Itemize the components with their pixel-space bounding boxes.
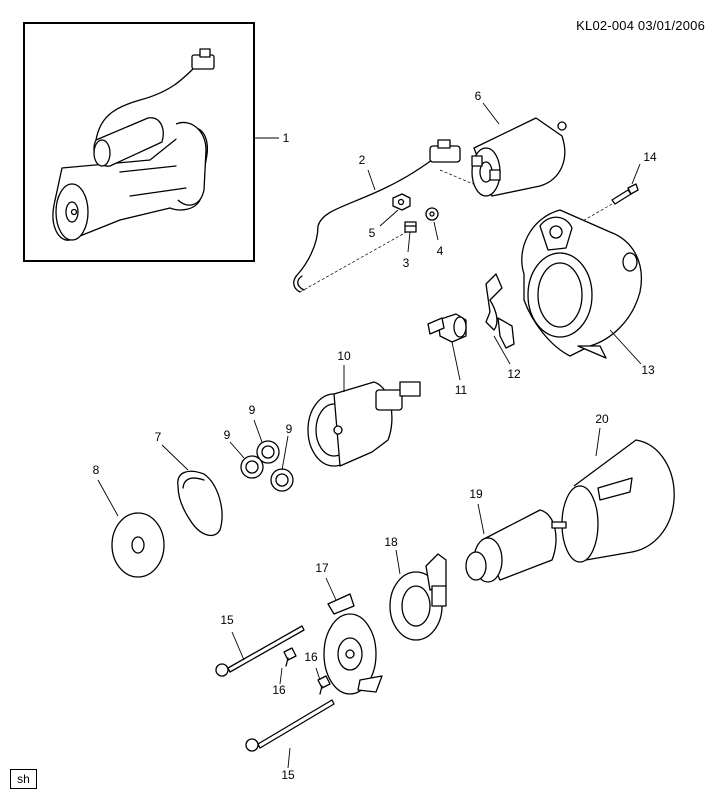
callout-4: 4 (436, 244, 444, 258)
callout-2: 2 (358, 153, 366, 167)
part-9-gears (240, 440, 294, 492)
leader-9c (281, 435, 289, 471)
part-17-end-cap (323, 593, 383, 695)
callout-1: 1 (282, 131, 290, 145)
callout-19: 19 (469, 487, 483, 501)
part-10-drive (307, 381, 421, 467)
callout-18: 18 (384, 535, 398, 549)
part-12-shift-fork (485, 273, 515, 349)
leader-14 (631, 163, 641, 185)
leader-9a (253, 419, 263, 443)
part-3-nut (404, 221, 417, 233)
leader-6 (482, 102, 500, 125)
part-11-plunger (427, 313, 467, 343)
part-20-frame (561, 439, 675, 563)
part-7-retainer (177, 470, 223, 537)
part-13-housing (521, 209, 642, 359)
part-6-solenoid (471, 117, 567, 197)
part-15-bolt-lower (245, 699, 335, 752)
callout-6: 6 (474, 89, 482, 103)
callout-9-right: 9 (285, 422, 293, 436)
leader-9b (229, 441, 245, 459)
callout-7: 7 (154, 430, 162, 444)
leader-8 (97, 479, 119, 517)
part-2-cable (293, 139, 479, 293)
part-19-armature (465, 509, 567, 583)
leader-12 (493, 335, 511, 365)
part-5-nut (392, 193, 411, 211)
callout-16-right: 16 (304, 650, 318, 664)
callout-12: 12 (507, 367, 521, 381)
leader-11 (451, 341, 461, 381)
callout-11: 11 (454, 383, 468, 397)
part-4-washer (425, 207, 439, 221)
leader-18 (395, 549, 401, 575)
callout-14: 14 (643, 150, 657, 164)
inset-assembly-box (23, 22, 255, 262)
leader-4 (433, 221, 439, 241)
leader-15a (231, 631, 245, 661)
callout-20: 20 (595, 412, 609, 426)
leader-16a (279, 667, 283, 685)
leader-16b (315, 667, 321, 681)
part-8-disc (111, 512, 165, 578)
callout-5: 5 (368, 226, 376, 240)
leader-20 (595, 427, 601, 457)
callout-13: 13 (641, 363, 655, 377)
part-15-bolt-upper (215, 625, 305, 677)
leader-2 (367, 169, 376, 191)
callout-8: 8 (92, 463, 100, 477)
part-18-brush-holder (389, 553, 447, 641)
leader-19 (477, 503, 485, 535)
source-badge: sh (10, 769, 37, 789)
leader-3 (407, 231, 411, 253)
part-16-screw-a (283, 647, 297, 667)
callout-9-left: 9 (223, 428, 231, 442)
leader-17 (325, 577, 337, 601)
diagram-id-date: KL02-004 03/01/2006 (576, 18, 705, 33)
starter-assembly-inset (52, 48, 215, 241)
callout-9-top: 9 (248, 403, 256, 417)
callout-10: 10 (337, 349, 351, 363)
leader-13 (609, 329, 642, 365)
callout-15-upper: 15 (220, 613, 234, 627)
leader-7 (161, 444, 189, 471)
part-16-screw-b (317, 675, 331, 695)
callout-17: 17 (315, 561, 329, 575)
callout-3: 3 (402, 256, 410, 270)
callout-15-lower: 15 (281, 768, 295, 782)
leader-15b (287, 747, 291, 769)
callout-16-left: 16 (272, 683, 286, 697)
leader-5 (379, 209, 399, 227)
